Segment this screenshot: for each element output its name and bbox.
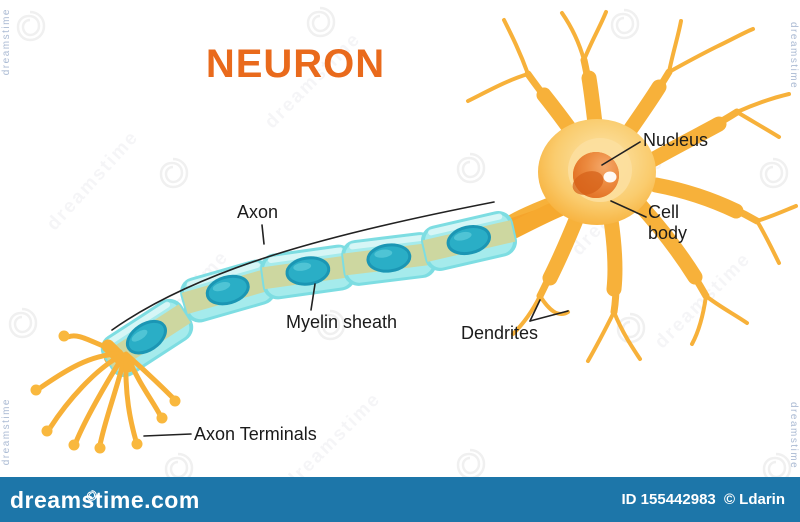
dendrites	[466, 10, 798, 363]
nucleus	[572, 152, 619, 198]
label-nucleus: Nucleus	[643, 130, 709, 150]
axon-pointer-curve	[111, 201, 495, 331]
myelin-sheath	[100, 211, 517, 378]
registered-spiral-icon	[86, 490, 97, 501]
myelin-pointer	[310, 283, 316, 311]
edge-watermark: dreamstime	[788, 22, 799, 90]
label-pointers	[111, 141, 647, 437]
axon-terminals-pointer	[143, 433, 192, 437]
label-myelin-sheath: Myelin sheath	[286, 312, 398, 332]
label-dendrites: Dendrites	[461, 323, 539, 343]
axon-pointer-tick	[261, 224, 265, 245]
nucleus-pointer	[601, 141, 641, 166]
edge-watermark: dreamstime	[788, 402, 799, 470]
label-axon: Axon	[237, 202, 279, 222]
watermark-footer-bar: dreamstime.com ID 155442983 © Ldarin	[0, 477, 800, 522]
diagram-title: NEURON	[205, 42, 386, 86]
terminal-buttons	[30, 330, 181, 454]
label-axon-terminals: Axon Terminals	[194, 424, 317, 444]
dendrites-pointer-2	[529, 310, 569, 322]
cell-body-pointer	[610, 200, 647, 218]
image-credit: ID 155442983 © Ldarin	[618, 491, 785, 508]
image-id: ID 155442983	[621, 491, 716, 508]
author-credit: © Ldarin	[723, 491, 785, 508]
label-cell-body: Cell body	[648, 202, 688, 243]
axon-terminals	[30, 330, 181, 454]
dendrites-pointer-1	[529, 299, 541, 322]
dreamstime-logo-text: dreamstime.com	[10, 487, 200, 513]
dreamstime-logo: dreamstime.com	[10, 487, 200, 514]
